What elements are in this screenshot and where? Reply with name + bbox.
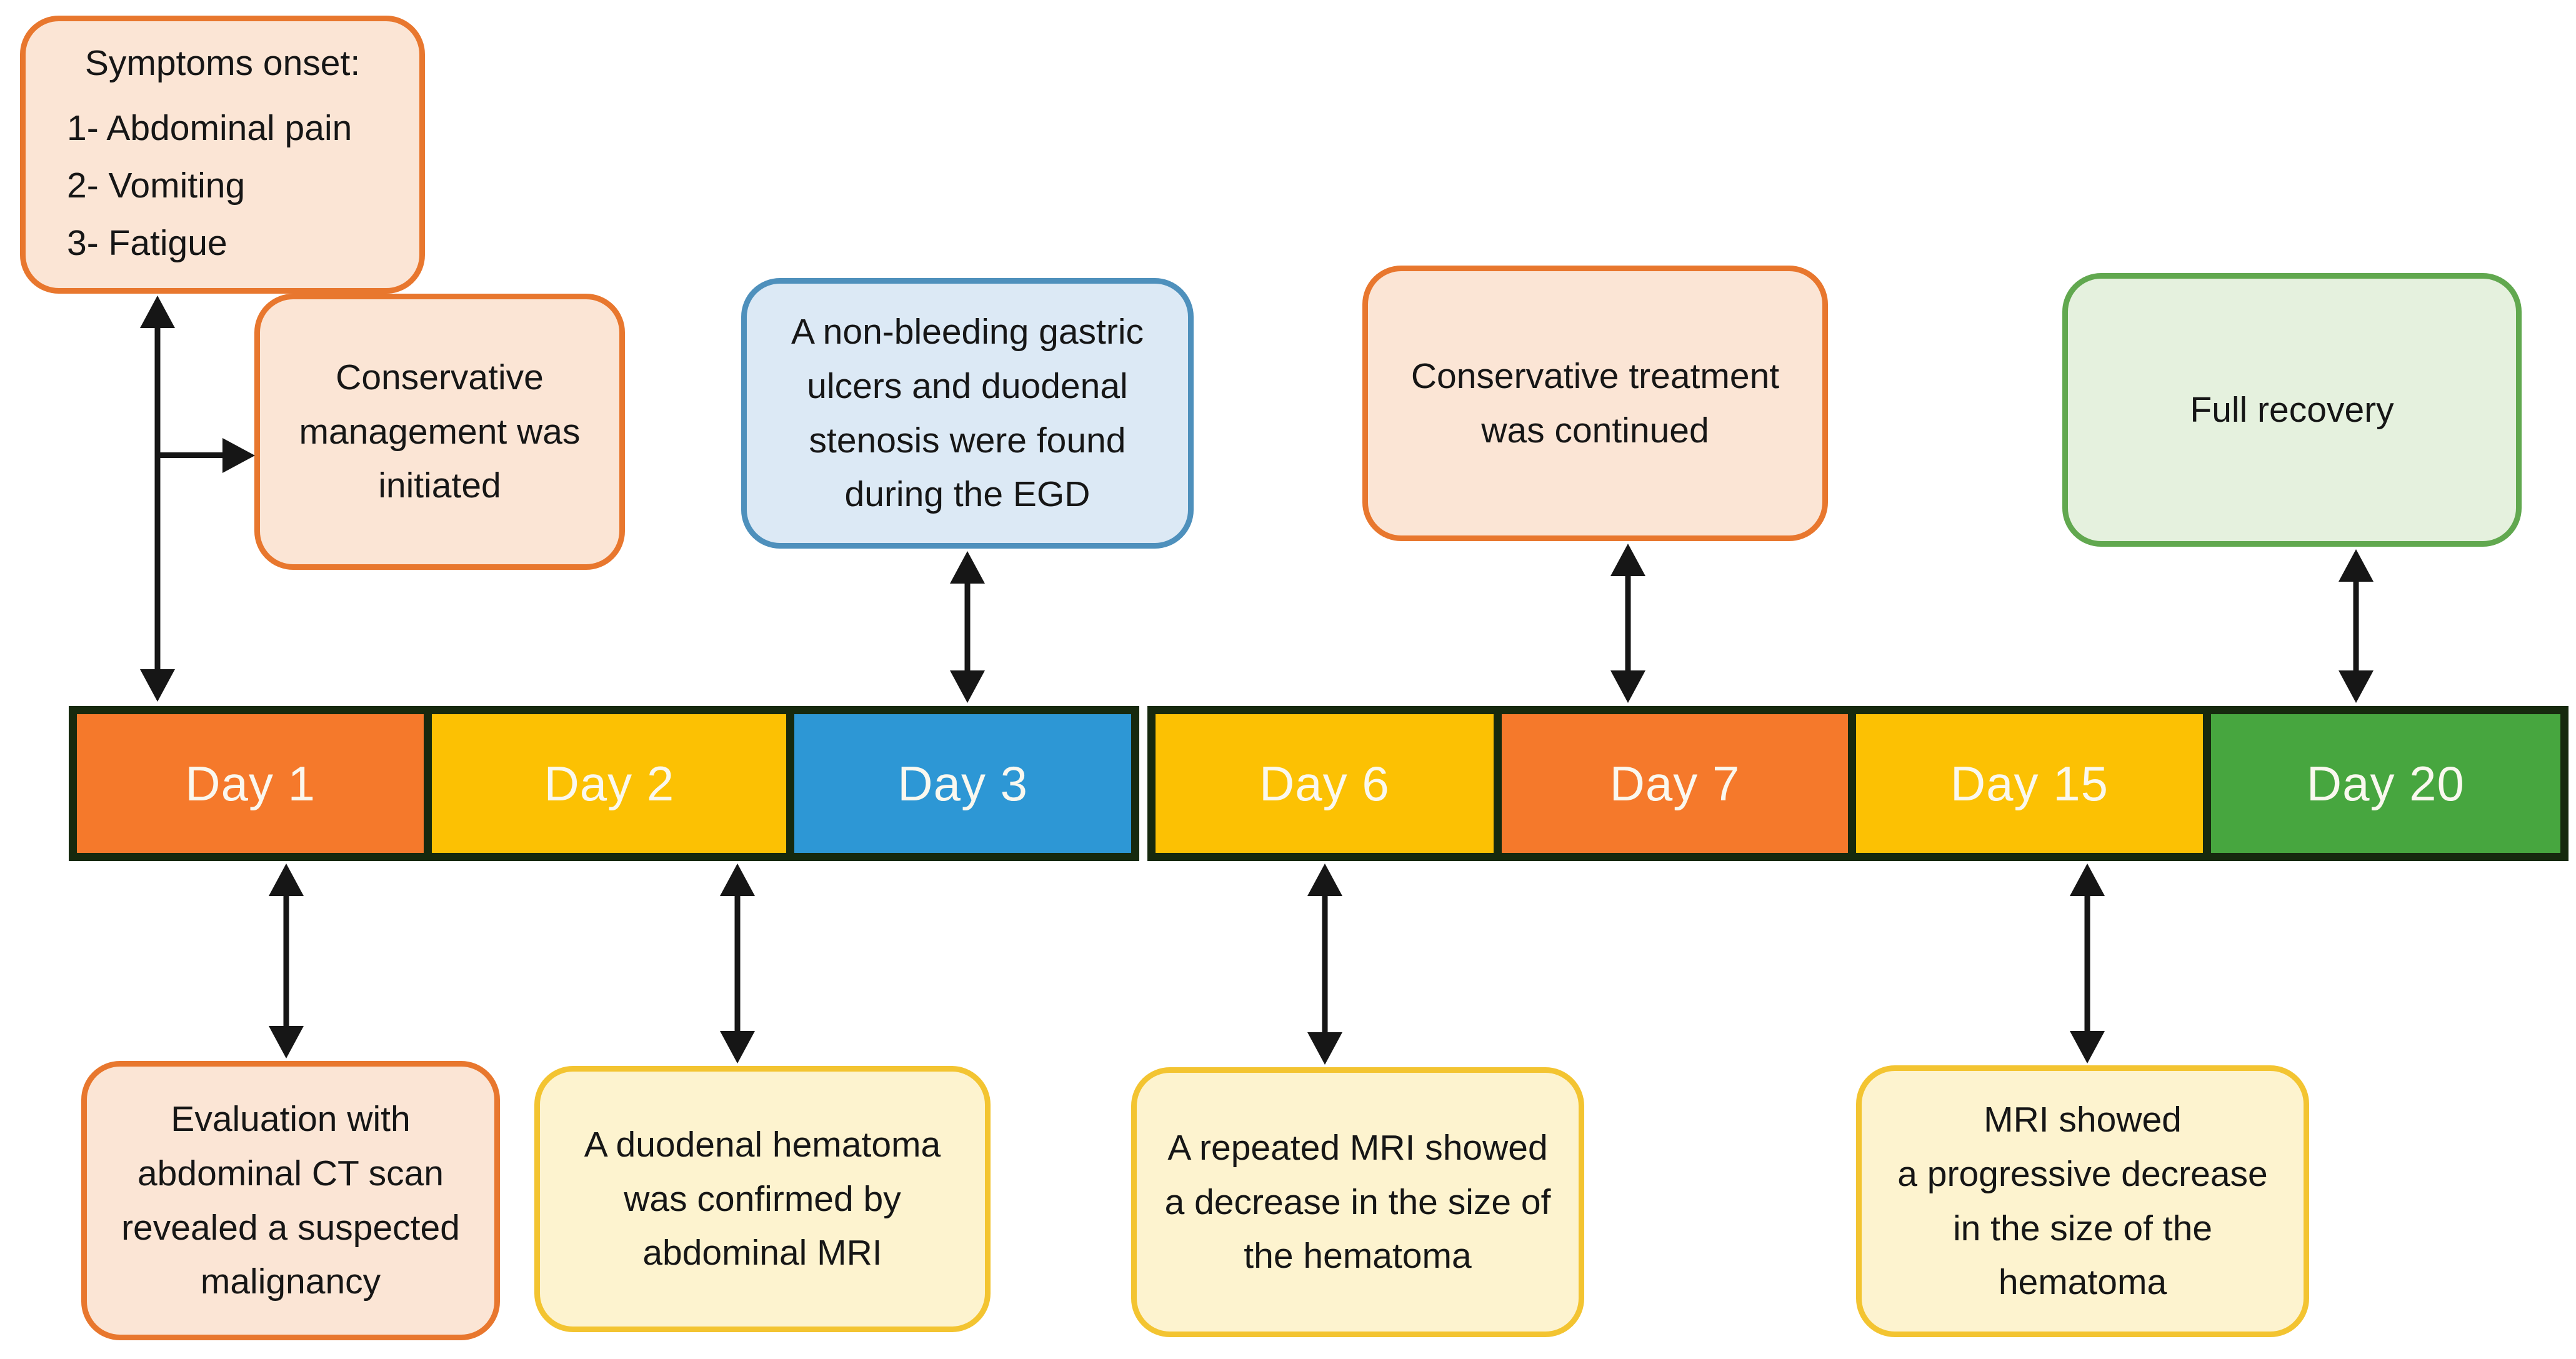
mri-confirmation-text: A duodenal hematoma was confirmed by abd… bbox=[584, 1125, 941, 1273]
symptom-item-vomiting: 2- Vomiting bbox=[67, 166, 246, 206]
timeline-day-label: Day 6 bbox=[1259, 755, 1390, 811]
repeat-mri-box: A repeated MRI showed a decrease in the … bbox=[1131, 1067, 1584, 1337]
mri-confirmation-box: A duodenal hematoma was confirmed by abd… bbox=[534, 1066, 991, 1332]
arrow-day2-to-mri-confirmation bbox=[719, 864, 756, 1063]
timeline-segment-day-2: Day 2 bbox=[432, 714, 787, 853]
progressive-mri-text: MRI showed a progressive decrease in the… bbox=[1897, 1100, 2268, 1303]
arrow-symptoms-to-day1 bbox=[139, 296, 176, 702]
timeline-segment-day-7: Day 7 bbox=[1501, 714, 1849, 853]
timeline-day-label: Day 2 bbox=[544, 755, 675, 811]
timeline-segment-day-6: Day 6 bbox=[1156, 714, 1494, 853]
timeline-day-label: Day 15 bbox=[1950, 755, 2109, 811]
timeline-day-label: Day 3 bbox=[897, 755, 1029, 811]
symptoms-onset-box: Symptoms onset: 1- Abdominal pain 2- Vom… bbox=[20, 16, 425, 294]
repeat-mri-text: A repeated MRI showed a decrease in the … bbox=[1164, 1128, 1551, 1277]
symptom-item-abdominal-pain: 1- Abdominal pain bbox=[67, 107, 352, 148]
timeline-day-label: Day 20 bbox=[2306, 755, 2465, 811]
arrow-day1-to-ct-scan bbox=[267, 864, 305, 1058]
full-recovery-text: Full recovery bbox=[2190, 389, 2394, 430]
timeline-bar-days-6-20: Day 6 Day 7 Day 15 Day 20 bbox=[1147, 706, 2569, 861]
arrow-full-recovery-to-day20 bbox=[2337, 549, 2375, 703]
progressive-mri-box: MRI showed a progressive decrease in the… bbox=[1856, 1065, 2309, 1337]
timeline-segment-day-20: Day 20 bbox=[2210, 714, 2560, 853]
conservative-treatment-box: Conservative treatment was continued bbox=[1362, 266, 1828, 541]
ct-scan-text: Evaluation with abdominal CT scan reveal… bbox=[121, 1099, 460, 1302]
conservative-management-text: Conservative management was initiated bbox=[299, 357, 581, 506]
arrow-egd-to-day3 bbox=[949, 551, 986, 703]
arrow-conservative-treatment-to-day7 bbox=[1609, 544, 1647, 703]
ct-scan-box: Evaluation with abdominal CT scan reveal… bbox=[81, 1061, 500, 1340]
egd-findings-text: A non-bleeding gastric ulcers and duoden… bbox=[791, 312, 1144, 515]
conservative-management-box: Conservative management was initiated bbox=[254, 294, 625, 570]
arrow-day15-to-progressive-mri bbox=[2069, 864, 2106, 1063]
timeline-bar-days-1-3: Day 1 Day 2 Day 3 bbox=[69, 706, 1139, 861]
egd-findings-box: A non-bleeding gastric ulcers and duoden… bbox=[741, 278, 1194, 549]
arrow-day6-to-repeat-mri bbox=[1306, 864, 1344, 1065]
arrow-to-conservative-management bbox=[157, 452, 225, 458]
full-recovery-box: Full recovery bbox=[2062, 273, 2522, 547]
timeline-segment-day-1: Day 1 bbox=[77, 714, 424, 853]
timeline-segment-day-3: Day 3 bbox=[794, 714, 1131, 853]
symptoms-onset-content: Symptoms onset: 1- Abdominal pain 2- Vom… bbox=[26, 37, 419, 272]
timeline-day-label: Day 7 bbox=[1609, 755, 1740, 811]
symptom-item-fatigue: 3- Fatigue bbox=[67, 223, 227, 264]
timeline-segment-day-15: Day 15 bbox=[1856, 714, 2203, 853]
conservative-treatment-text: Conservative treatment was continued bbox=[1410, 356, 1780, 451]
symptoms-onset-title: Symptoms onset: bbox=[84, 43, 361, 84]
timeline-day-label: Day 1 bbox=[185, 755, 316, 811]
